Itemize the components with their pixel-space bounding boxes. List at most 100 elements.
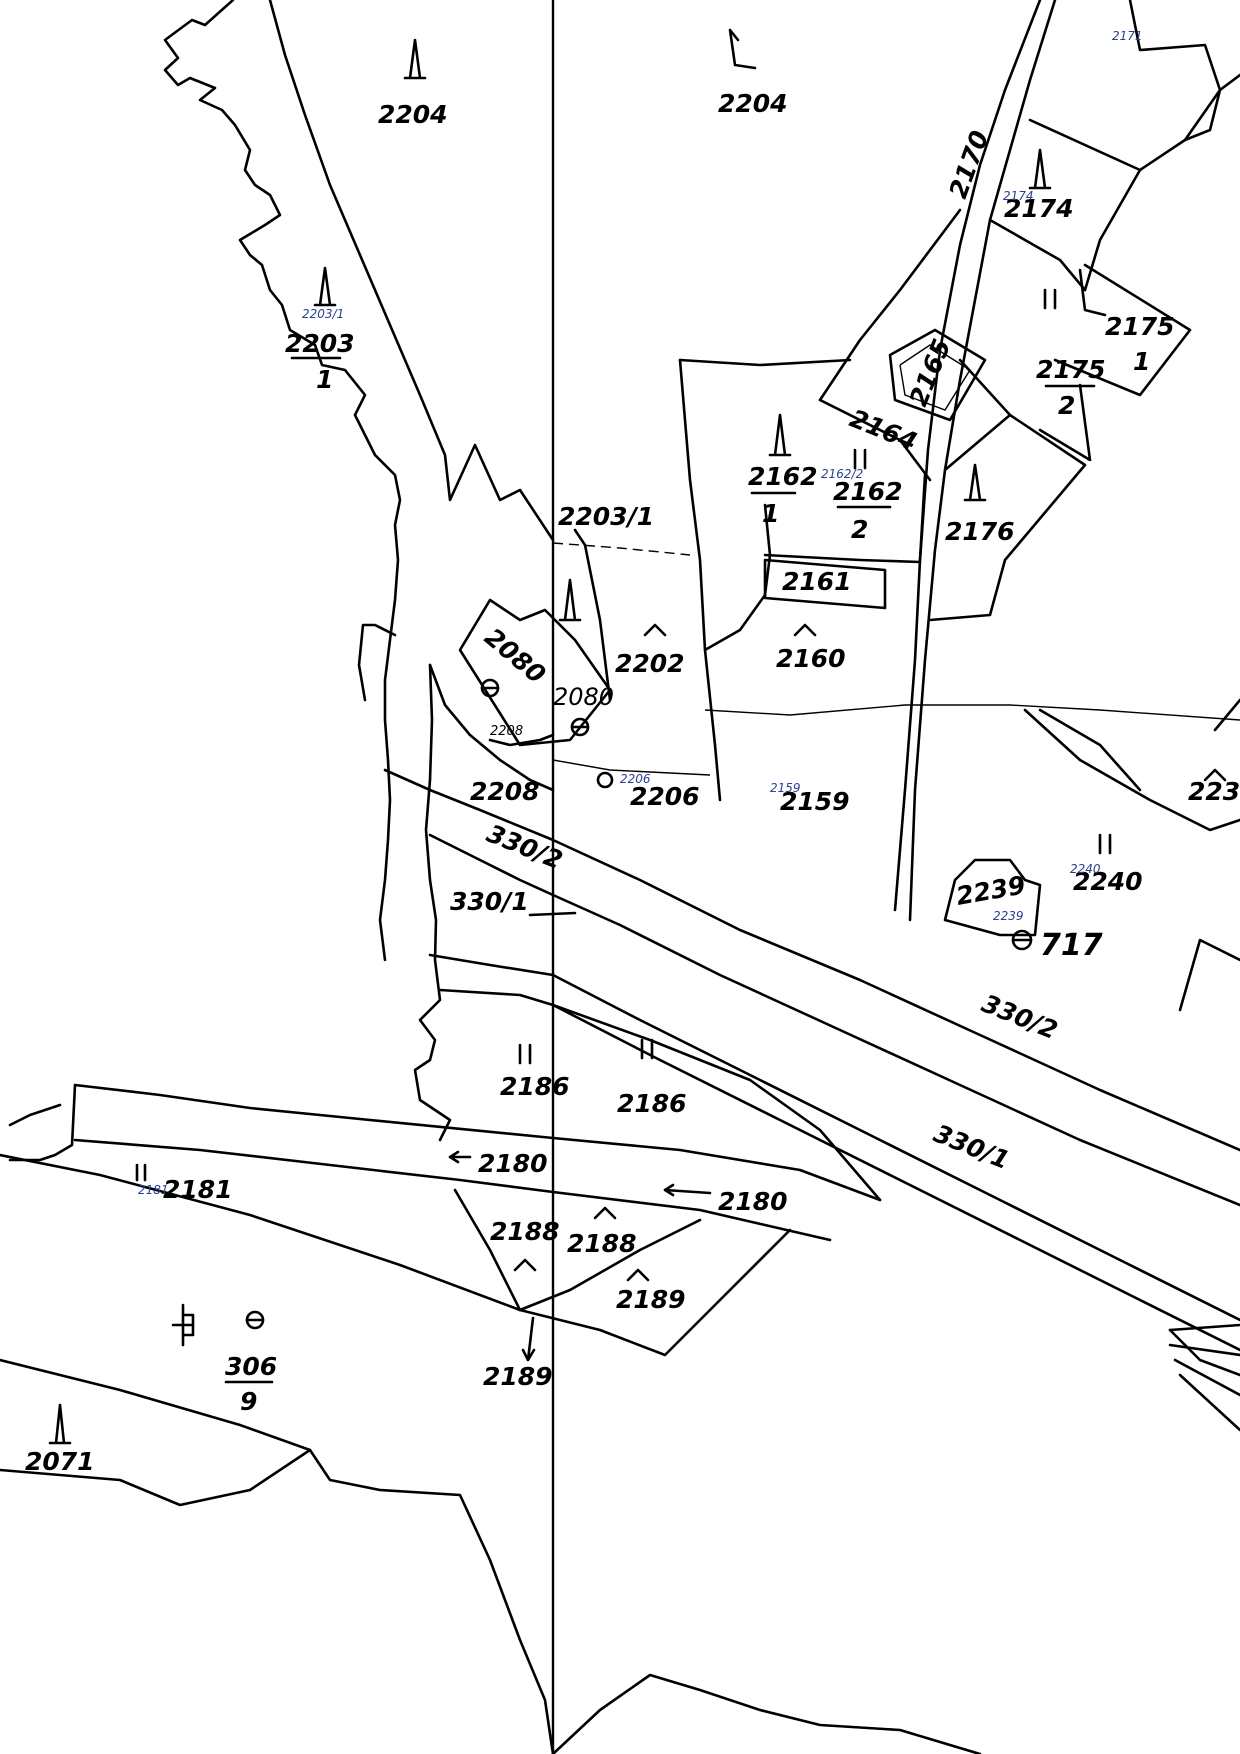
parcel-2204-inner-boundary (268, 0, 555, 542)
parcel-2159-south (704, 704, 906, 716)
parcel-south-east (551, 1673, 982, 1754)
label-2175-1-numerator: 2175 (1105, 312, 1175, 341)
label-2174: 2174 (1004, 194, 1074, 223)
parcel-2208-left (413, 663, 452, 1142)
land-use-symbols (48, 28, 1227, 1445)
parcel-2080-boundary (458, 598, 612, 747)
label-2171: 2171 (1112, 29, 1143, 43)
parcel-2204-west-boundary (163, 0, 402, 962)
label-2240-small: 2240 (1070, 862, 1101, 876)
parcel-2161-building (763, 558, 887, 610)
label-2071: 2071 (25, 1447, 95, 1476)
parcel-2186-boundary (551, 1003, 882, 1202)
label-2162-2-denominator: 2 (851, 515, 868, 544)
label-2175-2-denominator: 2 (1058, 391, 1075, 420)
label-306-numerator: 306 (225, 1352, 277, 1381)
label-2203-denominator: 1 (316, 365, 333, 394)
building-symbol (245, 678, 590, 1330)
road-arrows (448, 1150, 712, 1362)
parcel-2240-boundary (1023, 708, 1240, 832)
parcel-2176-top (958, 358, 1012, 417)
parcel-2188-triangle (453, 1188, 702, 1312)
hatching-line-2 (1173, 1358, 1240, 1397)
road-2180-end-inner (8, 1103, 62, 1127)
label-717: 717 (1040, 928, 1103, 963)
parcel-2174-boundary (1028, 118, 1142, 292)
label-330-2-far: 330/2 (978, 989, 1062, 1045)
label-306-denominator: 9 (240, 1387, 257, 1416)
road-2180-end (8, 1083, 77, 1162)
parcel-2240-top (905, 704, 1240, 721)
label-2203-1: 2203/1 (558, 502, 654, 531)
parcel-2164-boundary (818, 208, 962, 402)
tick-mark-330-1 (528, 911, 577, 917)
parcel-2165-box (899, 344, 971, 411)
label-330-1-near: 330/1 (450, 887, 529, 916)
road-2180-south-edge (73, 1138, 832, 1242)
label-2204-west: 2204 (378, 100, 448, 129)
road-2180-north-edge (73, 1083, 882, 1202)
forest-symbol (48, 28, 1107, 1445)
parcel-2165-building (888, 328, 987, 422)
label-2202: 2202 (615, 649, 685, 678)
road-330-1-south-edge (438, 988, 1240, 1352)
arrow-2189 (521, 1316, 536, 1362)
label-2206: 2206 (630, 782, 700, 811)
parcel-2239-building (943, 858, 1042, 937)
label-2188-west: 2188 (490, 1217, 560, 1246)
parcel-2071-boundary (0, 1358, 555, 1754)
parcel-2162-east (918, 473, 927, 562)
parcel-2206-boundary (678, 358, 722, 802)
path-2170-west-edge (893, 0, 1042, 912)
label-2162-1-numerator: 2162 (748, 462, 818, 491)
road-330-2-south-edge (428, 833, 1240, 1207)
parcel-2202-top (552, 542, 691, 556)
parcel-2164-east (818, 398, 932, 482)
parcel-2171-boundary (1183, 88, 1222, 142)
meadow-symbol (135, 288, 1112, 1182)
road-330-1-north-edge (428, 953, 1240, 1322)
parcel-2176-boundary (928, 413, 1087, 622)
label-2176: 2176 (945, 517, 1015, 546)
label-2162-1-denominator: 1 (762, 499, 779, 528)
parcel-2208-boundary (428, 663, 555, 792)
arrow-2180-west (448, 1150, 472, 1164)
label-2162-2-numerator: 2162 (833, 477, 903, 506)
label-2181: 2181 (163, 1175, 233, 1204)
label-2160: 2160 (776, 644, 846, 673)
label-2240: 2240 (1073, 867, 1143, 896)
label-2238: 2238 (1188, 777, 1240, 806)
parcel-2238-boundary (1213, 698, 1240, 732)
label-2175-1-denominator: 1 (1133, 347, 1150, 376)
point-2206-marker (596, 771, 614, 789)
arable-symbol (513, 623, 1227, 1282)
label-2186-west: 2186 (500, 1072, 570, 1101)
label-2203-numerator: 2203 (285, 329, 355, 358)
label-2165: 2165 (904, 335, 957, 410)
label-2188-east: 2188 (567, 1229, 637, 1258)
parcel-2159-boundary (678, 358, 852, 367)
label-2159-small: 2159 (770, 781, 801, 795)
arrow-2180-east (663, 1183, 712, 1197)
label-2161: 2161 (782, 567, 852, 596)
label-2186-east: 2186 (617, 1089, 687, 1118)
path-2170-east-edge (908, 0, 1057, 922)
parcel-2159-west (703, 503, 772, 652)
parcel-2202-west (573, 528, 612, 702)
parcel-2181-boundary (0, 1153, 522, 1312)
parcel-2240-west (1038, 708, 1142, 792)
label-2080: 2080 (553, 683, 614, 711)
label-2208-small: 2208 (490, 724, 523, 739)
parcel-2160-boundary (763, 553, 922, 564)
label-2162-2-small: 2162/2 (821, 467, 863, 481)
parcel-2071-west (0, 1448, 312, 1507)
label-2239: 2239 (954, 870, 1028, 911)
hatching-line-3 (1178, 1373, 1240, 1432)
label-330-1-far: 330/1 (930, 1119, 1014, 1175)
label-2181-small: 2181 (138, 1183, 169, 1197)
label-2164: 2164 (846, 404, 921, 457)
parcel-east-wedge-2 (1168, 1328, 1240, 1377)
parcel-east-boundary (1218, 73, 1240, 92)
pasture-symbol (171, 1303, 195, 1347)
